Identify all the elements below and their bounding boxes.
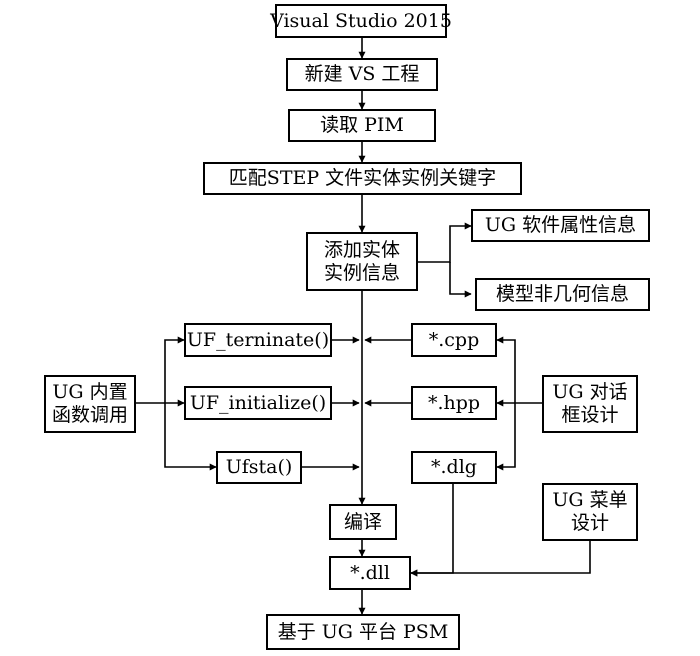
- node-ug-menu-label-2: 设计: [570, 512, 609, 534]
- edge-add-to-ug-attr: [418, 222, 472, 263]
- node-cpp-file: *.cpp: [411, 323, 497, 357]
- node-read-pim-label: 读取 PIM: [320, 114, 404, 137]
- node-dll-file: *.dll: [329, 556, 411, 590]
- node-dlg-file-label: *.dlg: [431, 456, 477, 479]
- node-hpp-file-label: *.hpp: [427, 391, 481, 414]
- node-ufsta: Ufsta(): [216, 451, 302, 484]
- node-new-project-label: 新建 VS 工程: [304, 63, 420, 86]
- node-match-step: 匹配STEP 文件实体实例关键字: [203, 162, 522, 195]
- node-ug-dialog-label-2: 框设计: [561, 404, 619, 426]
- edge-dialog-to-cpp: [496, 336, 516, 403]
- node-ug-attributes-label: UG 软件属性信息: [484, 214, 637, 237]
- node-ug-platform-psm-label: 基于 UG 平台 PSM: [277, 620, 449, 643]
- node-visual-studio: Visual Studio 2015: [270, 4, 452, 38]
- node-add-entity: 添加实体 实例信息: [306, 232, 418, 291]
- node-match-step-label: 匹配STEP 文件实体实例关键字: [228, 167, 497, 190]
- node-ug-builtin-functions: UG 内置 函数调用: [44, 375, 136, 433]
- node-add-entity-label-1: 添加实体: [323, 238, 400, 261]
- node-ug-dialog-design: UG 对话 框设计: [542, 375, 638, 433]
- node-cpp-file-label: *.cpp: [428, 328, 480, 351]
- edge-dlg-to-dll: [410, 484, 454, 577]
- node-dll-file-label: *.dll: [350, 561, 390, 584]
- node-ug-menu-design: UG 菜单 设计: [542, 483, 638, 541]
- node-new-project: 新建 VS 工程: [286, 58, 438, 91]
- node-uf-initialize-label: UF_initialize(): [189, 391, 327, 414]
- node-ug-builtin-label-2: 函数调用: [51, 404, 128, 426]
- node-dlg-file: *.dlg: [411, 451, 497, 484]
- node-ug-dialog-label-1: UG 对话: [552, 381, 628, 404]
- node-hpp-file: *.hpp: [411, 386, 497, 420]
- node-compile-label: 编译: [343, 510, 382, 533]
- node-uf-terminate-label: UF_terninate(): [186, 328, 330, 351]
- node-add-entity-label-2: 实例信息: [323, 261, 400, 284]
- node-visual-studio-label: Visual Studio 2015: [270, 9, 452, 32]
- node-model-nongeometry-label: 模型非几何信息: [495, 283, 629, 306]
- node-compile: 编译: [329, 504, 397, 540]
- node-uf-terminate: UF_terninate(): [184, 323, 332, 357]
- node-ug-menu-label-1: UG 菜单: [552, 489, 628, 512]
- edge-add-to-model-nongeo: [449, 262, 472, 298]
- node-ufsta-label: Ufsta(): [225, 456, 293, 479]
- node-read-pim: 读取 PIM: [288, 109, 436, 142]
- edge-dialog-to-dlg: [496, 403, 516, 471]
- edge-menu-to-dll: [410, 541, 591, 577]
- node-ug-builtin-label-1: UG 内置: [52, 381, 128, 404]
- node-uf-initialize: UF_initialize(): [184, 386, 332, 420]
- edge-builtin-to-terminate: [164, 336, 185, 403]
- node-ug-platform-psm: 基于 UG 平台 PSM: [266, 614, 460, 650]
- edge-builtin-to-ufsta: [164, 403, 217, 471]
- node-ug-attributes: UG 软件属性信息: [471, 209, 650, 242]
- node-model-nongeometry: 模型非几何信息: [475, 278, 650, 311]
